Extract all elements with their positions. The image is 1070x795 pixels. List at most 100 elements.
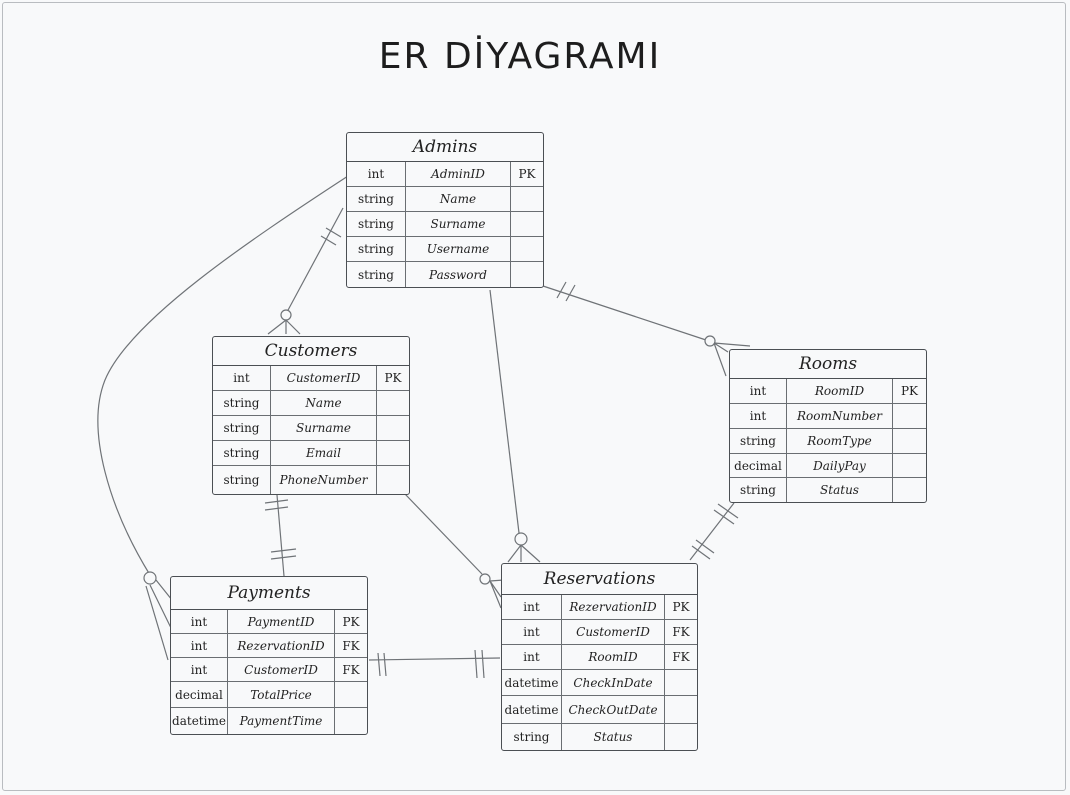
- field-name: Email: [271, 441, 377, 465]
- table-row: string Email: [213, 441, 409, 466]
- field-name: RoomNumber: [787, 404, 893, 428]
- field-type: int: [730, 379, 787, 403]
- entity-payments[interactable]: Payments int PaymentID PK int Rezervatio…: [170, 576, 368, 735]
- rel-customers-payments-bar4: [270, 555, 297, 560]
- entity-customers-name: Customers: [213, 337, 409, 366]
- rel-rooms-reservations-bar4: [695, 539, 715, 554]
- field-type: string: [213, 391, 271, 415]
- table-row: datetime CheckInDate: [502, 670, 697, 696]
- rel-admins-payments-zero-mark: [143, 571, 157, 585]
- entity-admins-name: Admins: [347, 133, 543, 162]
- field-key: FK: [342, 662, 360, 677]
- field-name: Status: [562, 724, 665, 750]
- entity-payments-name: Payments: [171, 577, 367, 610]
- table-row: int RezervationID PK: [502, 595, 697, 620]
- field-name: CheckOutDate: [562, 696, 665, 723]
- field-key: [893, 404, 926, 428]
- field-name: RoomID: [562, 645, 665, 669]
- field-name: DailyPay: [787, 454, 893, 477]
- table-row: string Status: [502, 724, 697, 750]
- field-name: TotalPrice: [228, 682, 335, 707]
- field-key: [377, 391, 409, 415]
- field-name: Name: [271, 391, 377, 415]
- field-key: [377, 441, 409, 465]
- field-type: string: [213, 416, 271, 440]
- table-row: int CustomerID FK: [171, 658, 367, 682]
- table-row: datetime PaymentTime: [171, 708, 367, 734]
- field-type: int: [171, 634, 228, 657]
- field-key: PK: [672, 600, 690, 614]
- rel-admins-rooms-zero-mark: [704, 335, 716, 347]
- field-type: string: [502, 724, 562, 750]
- field-name: PaymentID: [228, 610, 335, 633]
- field-type: string: [347, 237, 406, 261]
- field-name: Status: [787, 478, 893, 502]
- rel-admins-reservations: [489, 289, 520, 534]
- field-type: int: [213, 366, 271, 390]
- field-type: string: [213, 466, 271, 494]
- field-name: Surname: [406, 212, 511, 236]
- field-type: string: [347, 187, 406, 211]
- field-type: int: [502, 645, 562, 669]
- table-row: int AdminID PK: [347, 162, 543, 187]
- rel-customers-payments-bar2: [264, 506, 289, 511]
- table-row: decimal TotalPrice: [171, 682, 367, 708]
- field-name: CustomerID: [562, 620, 665, 644]
- entity-rooms-name: Rooms: [730, 350, 926, 379]
- field-name: RoomID: [787, 379, 893, 403]
- field-type: int: [171, 610, 228, 633]
- field-name: RezervationID: [562, 595, 665, 619]
- rel-admins-payments: [97, 175, 349, 576]
- rel-payments-reservations: [368, 657, 501, 661]
- field-type: string: [213, 441, 271, 465]
- rel-admins-rooms-bar1: [556, 281, 567, 299]
- field-type: datetime: [502, 696, 562, 723]
- field-type: decimal: [730, 454, 787, 477]
- field-key: [893, 429, 926, 453]
- field-type: int: [502, 595, 562, 619]
- table-row: int PaymentID PK: [171, 610, 367, 634]
- table-row: string Name: [347, 187, 543, 212]
- field-key: [335, 682, 367, 707]
- entity-rooms[interactable]: Rooms int RoomID PK int RoomNumber strin…: [729, 349, 927, 503]
- rel-customers-payments-bar3: [270, 548, 297, 553]
- table-row: string PhoneNumber: [213, 466, 409, 494]
- field-key: FK: [672, 625, 690, 639]
- field-type: string: [347, 212, 406, 236]
- field-type: string: [730, 478, 787, 502]
- table-row: string Username: [347, 237, 543, 262]
- table-row: string Surname: [213, 416, 409, 441]
- rel-admins-rooms-bar2: [565, 284, 576, 302]
- field-type: datetime: [502, 670, 562, 695]
- field-key: [511, 212, 543, 236]
- field-key: [511, 262, 543, 287]
- table-row: int RoomID FK: [502, 645, 697, 670]
- field-type: string: [730, 429, 787, 453]
- field-key: [377, 466, 409, 494]
- rel-admins-payments-crowfoot: [145, 579, 173, 661]
- field-type: int: [347, 162, 406, 186]
- rel-admins-customers: [286, 207, 344, 313]
- rel-rooms-reservations-bar2: [717, 503, 739, 519]
- rel-customers-reservations: [404, 493, 483, 575]
- rel-payments-reservations-bar3: [474, 649, 478, 679]
- field-name: AdminID: [406, 162, 511, 186]
- field-key: [665, 724, 697, 750]
- table-row: string Status: [730, 478, 926, 502]
- field-name: PaymentTime: [228, 708, 335, 734]
- entity-reservations[interactable]: Reservations int RezervationID PK int Cu…: [501, 563, 698, 751]
- field-key: [893, 454, 926, 477]
- field-type: int: [502, 620, 562, 644]
- rel-payments-reservations-bar2: [383, 652, 387, 677]
- entity-admins[interactable]: Admins int AdminID PK string Name string…: [346, 132, 544, 288]
- rel-admins-rooms-crowfoot: [713, 342, 751, 377]
- table-row: int RoomNumber: [730, 404, 926, 429]
- field-type: int: [171, 658, 228, 681]
- entity-customers[interactable]: Customers int CustomerID PK string Name …: [212, 336, 410, 495]
- rel-admins-customers-bar2: [325, 227, 342, 238]
- table-row: datetime CheckOutDate: [502, 696, 697, 724]
- table-row: string Surname: [347, 212, 543, 237]
- rel-admins-reservations-zero-mark: [514, 532, 528, 546]
- field-key: PK: [518, 167, 536, 181]
